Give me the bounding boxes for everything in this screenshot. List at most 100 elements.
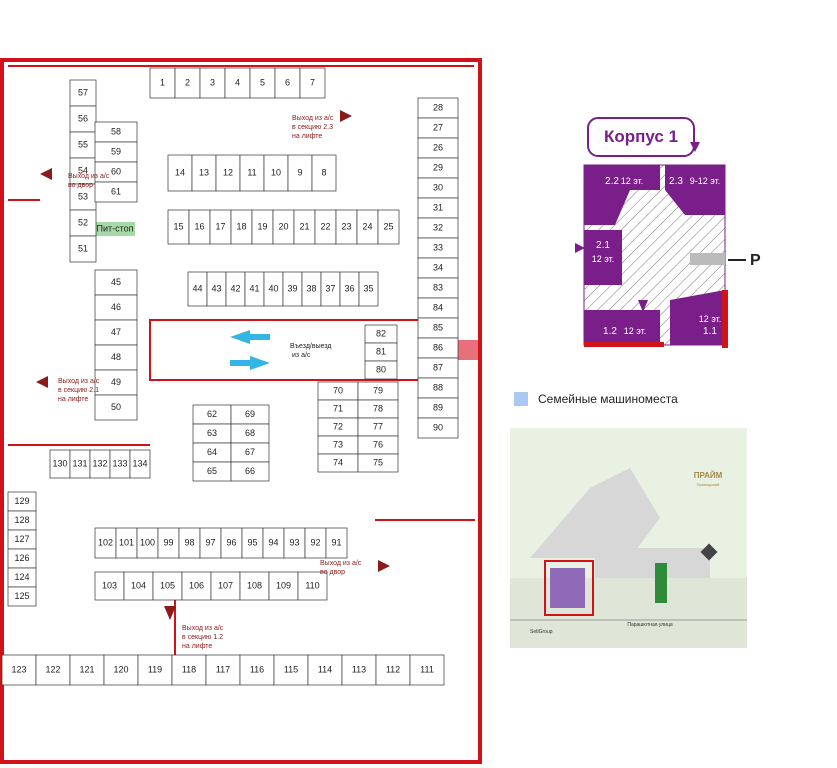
parking-spot-label: 22 (320, 221, 330, 231)
parking-spot-10[interactable] (263, 154, 289, 192)
parking-spot-109[interactable] (268, 571, 299, 601)
parking-spot-1[interactable] (149, 67, 176, 99)
svg-text:Выход из а/с: Выход из а/с (182, 625, 224, 632)
building-keymap: Корпус 1 2.2 12 эт. 2.3 9-12 эт. 2.1 12 … (575, 117, 761, 348)
parking-spot-label: 68 (245, 428, 255, 438)
parking-spot-9[interactable] (287, 154, 313, 192)
parking-spot-label: 76 (373, 439, 383, 449)
parking-spot-13[interactable] (191, 154, 217, 192)
parking-spot-label: 50 (111, 402, 121, 412)
parking-spot-2[interactable] (174, 67, 201, 99)
parking-spot-label: 58 (111, 126, 121, 136)
parking-spot-49[interactable] (94, 369, 138, 396)
parking-spot-56[interactable] (69, 105, 97, 133)
parking-spot-80[interactable] (364, 360, 398, 380)
exit-arrow-icon (230, 330, 270, 344)
parking-spot-46[interactable] (94, 294, 138, 321)
parking-spot-118[interactable] (171, 654, 207, 686)
parking-spot-label: 56 (78, 113, 88, 123)
arrow-right-icon (340, 110, 352, 122)
parking-spot-35[interactable] (358, 271, 379, 307)
parking-spot-110[interactable] (297, 571, 328, 601)
parking-spot-134[interactable] (129, 449, 151, 479)
parking-spot-label: 43 (211, 283, 221, 293)
pit-stop-area (95, 222, 135, 236)
exit-21-note: Выход из а/с в секцию 2.1 на лифте (36, 376, 100, 403)
parking-spot-117[interactable] (205, 654, 241, 686)
parking-spot-105[interactable] (152, 571, 183, 601)
parking-spot-122[interactable] (35, 654, 71, 686)
section-12-floors: 12 эт. (624, 326, 647, 336)
parking-spot-50[interactable] (94, 394, 138, 421)
parking-spot-91[interactable] (325, 527, 348, 559)
exit-12-note: Выход из а/с в секцию 1.2 на лифте (164, 606, 224, 650)
parking-spot-90[interactable] (417, 417, 459, 439)
parking-spot-61[interactable] (94, 181, 138, 203)
parking-spot-8[interactable] (311, 154, 337, 192)
parking-spot-label: 31 (433, 202, 443, 212)
parking-spot-label: 7 (310, 77, 315, 87)
parking-spot-label: 71 (333, 403, 343, 413)
parking-spot-7[interactable] (299, 67, 326, 99)
parking-spot-5[interactable] (249, 67, 276, 99)
parking-spot-111[interactable] (409, 654, 445, 686)
entrance-arrow-icon (575, 243, 585, 253)
parking-spot-label: 2 (185, 77, 190, 87)
parking-spot-label: 52 (78, 217, 88, 227)
parking-spot-66[interactable] (230, 461, 270, 482)
parking-spot-52[interactable] (69, 209, 97, 237)
parking-spot-label: 3 (210, 77, 215, 87)
parking-spot-label: 100 (140, 537, 155, 547)
parking-spot-label: 81 (376, 346, 386, 356)
parking-spot-label: 102 (98, 537, 113, 547)
parking-spot-123[interactable] (1, 654, 37, 686)
parking-spot-114[interactable] (307, 654, 343, 686)
parking-spot-112[interactable] (375, 654, 411, 686)
parking-spot-label: 106 (189, 580, 204, 590)
parking-spot-57[interactable] (69, 79, 97, 107)
parking-spot-14[interactable] (167, 154, 193, 192)
parking-spot-label: 51 (78, 243, 88, 253)
parking-spot-label: 11 (247, 167, 256, 177)
parking-spot-label: 78 (373, 403, 383, 413)
section-11-floors: 12 эт. (699, 314, 722, 324)
parking-spot-106[interactable] (181, 571, 212, 601)
parking-spot-label: 33 (433, 242, 443, 252)
parking-spot-113[interactable] (341, 654, 377, 686)
parking-spot-label: 53 (78, 191, 88, 201)
section-23: 2.3 (669, 176, 683, 187)
entrance-arrow-icon (690, 142, 700, 152)
parking-spot-51[interactable] (69, 235, 97, 263)
parking-spot-107[interactable] (210, 571, 241, 601)
parking-spot-label: 123 (11, 664, 26, 674)
legend: Семейные машиноместа (514, 392, 678, 406)
section-22: 2.2 (605, 176, 619, 187)
parking-spot-53[interactable] (69, 183, 97, 211)
svg-text:Выход из а/с: Выход из а/с (292, 115, 334, 122)
parking-spot-4[interactable] (224, 67, 251, 99)
parking-spot-label: 134 (132, 458, 147, 468)
parking-spot-45[interactable] (94, 269, 138, 296)
parking-spot-11[interactable] (239, 154, 265, 192)
parking-spot-6[interactable] (274, 67, 301, 99)
parking-spot-label: 96 (226, 537, 236, 547)
parking-spot-label: 13 (199, 167, 209, 177)
parking-spot-label: 133 (112, 458, 127, 468)
parking-spot-115[interactable] (273, 654, 309, 686)
parking-spot-25[interactable] (377, 209, 400, 245)
right-panel: Корпус 1 2.2 12 эт. 2.3 9-12 эт. 2.1 12 … (500, 0, 837, 768)
parking-spot-label: 93 (289, 537, 299, 547)
parking-spot-116[interactable] (239, 654, 275, 686)
parking-spot-label: 66 (245, 466, 255, 476)
parking-spot-75[interactable] (357, 453, 399, 473)
parking-spot-label: 69 (245, 409, 255, 419)
parking-spot-125[interactable] (7, 586, 37, 607)
parking-spot-48[interactable] (94, 344, 138, 371)
parking-spot-119[interactable] (137, 654, 173, 686)
parking-spot-label: 4 (235, 77, 240, 87)
family-spots-swatch (514, 392, 528, 406)
parking-spot-47[interactable] (94, 319, 138, 346)
parking-spot-label: 117 (216, 664, 230, 674)
parking-spot-120[interactable] (103, 654, 139, 686)
